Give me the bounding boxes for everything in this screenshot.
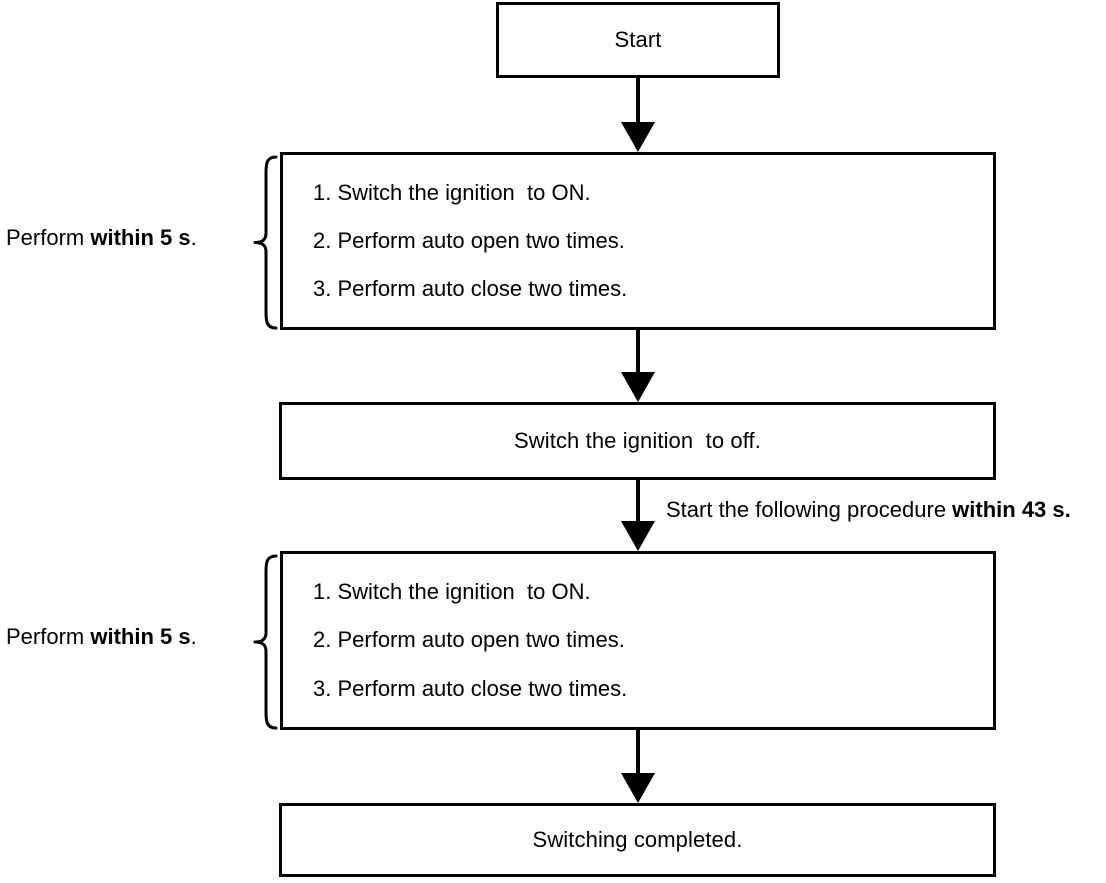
- list-item: 3. Perform auto close two times.: [313, 675, 993, 701]
- side-label-suffix: .: [190, 225, 197, 250]
- step-number: 1.: [313, 579, 332, 605]
- steps-box-1: 1. Switch the ignition to ON. 2. Perform…: [280, 152, 996, 330]
- step-number: 3.: [313, 675, 332, 701]
- arrow-head-icon: [621, 122, 655, 152]
- steps-box-2: 1. Switch the ignition to ON. 2. Perform…: [280, 551, 996, 730]
- annotation-emphasis: within 43 s.: [952, 497, 1071, 522]
- side-label-emphasis: within 5 s: [90, 225, 191, 250]
- step-number: 1.: [313, 179, 332, 205]
- step-text: Perform auto open two times.: [331, 227, 625, 253]
- arrow-head-icon: [621, 372, 655, 402]
- side-label-prefix: Perform: [6, 225, 91, 250]
- brace-steps1: [252, 155, 278, 330]
- arrow-shaft: [636, 480, 640, 523]
- arrow-steps2-to-completed: [621, 730, 655, 803]
- timing-annotation-within-43s: Start the following procedure within 43 …: [666, 497, 1071, 523]
- arrow-shaft: [636, 730, 640, 775]
- step-number: 2.: [313, 227, 332, 253]
- arrow-steps1-to-ignition-off: [621, 330, 655, 402]
- step-number: 2.: [313, 627, 332, 653]
- start-box-label: Start: [614, 27, 662, 52]
- steps-list-1: 1. Switch the ignition to ON. 2. Perform…: [313, 169, 993, 313]
- arrow-start-to-steps1: [621, 78, 655, 152]
- list-item: 2. Perform auto open two times.: [313, 227, 993, 253]
- list-item: 1. Switch the ignition to ON.: [313, 579, 993, 605]
- start-box: Start: [496, 2, 780, 78]
- completed-box-label: Switching completed.: [532, 827, 743, 852]
- step-text: Perform auto open two times.: [331, 627, 625, 653]
- annotation-prefix: Start the following procedure: [666, 497, 953, 522]
- step-text: Perform auto close two times.: [331, 275, 628, 301]
- side-label-perform-within-5s-1: Perform within 5 s.: [6, 225, 197, 251]
- completed-box: Switching completed.: [279, 803, 996, 877]
- arrow-head-icon: [621, 521, 655, 551]
- brace-steps2: [252, 554, 278, 730]
- list-item: 3. Perform auto close two times.: [313, 275, 993, 301]
- step-text: Perform auto close two times.: [331, 675, 628, 701]
- arrow-shaft: [636, 330, 640, 374]
- step-text: Switch the ignition to ON.: [331, 179, 591, 205]
- list-item: 2. Perform auto open two times.: [313, 628, 993, 652]
- side-label-prefix: Perform: [6, 624, 91, 649]
- arrow-ignition-off-to-steps2: [621, 480, 655, 551]
- ignition-off-box-label: Switch the ignition to off.: [514, 428, 761, 453]
- step-text: Switch the ignition to ON.: [331, 579, 591, 605]
- arrow-shaft: [636, 78, 640, 124]
- list-item: 1. Switch the ignition to ON.: [313, 179, 993, 205]
- ignition-off-box: Switch the ignition to off.: [279, 402, 996, 480]
- step-number: 3.: [313, 275, 332, 301]
- arrow-head-icon: [621, 773, 655, 803]
- side-label-emphasis: within 5 s: [90, 624, 191, 649]
- side-label-suffix: .: [190, 624, 197, 649]
- side-label-perform-within-5s-2: Perform within 5 s.: [6, 624, 197, 650]
- steps-list-2: 1. Switch the ignition to ON. 2. Perform…: [313, 568, 993, 713]
